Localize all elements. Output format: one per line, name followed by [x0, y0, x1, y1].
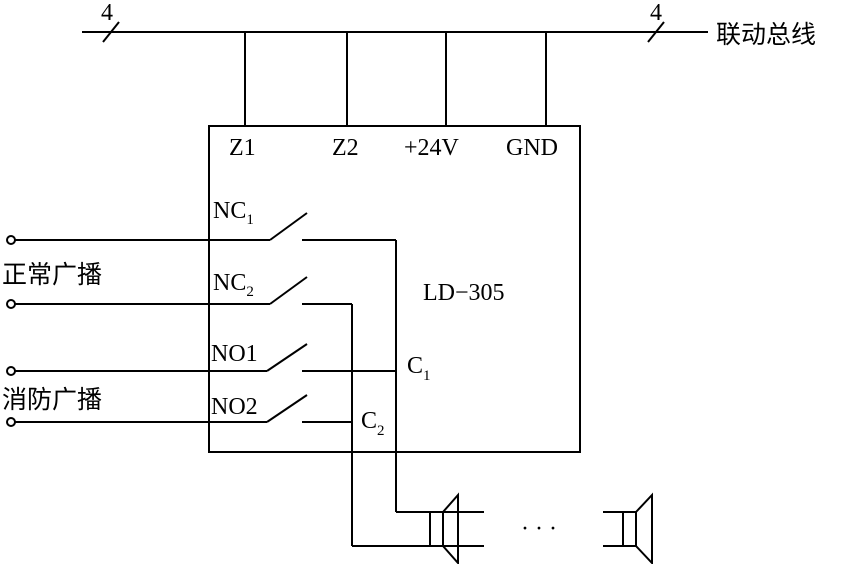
module-name: LD−305 — [423, 280, 505, 306]
common-c2-label: C2 — [361, 408, 385, 439]
terminal-z2: Z2 — [332, 135, 359, 161]
common-c1-label: C1 — [407, 353, 431, 384]
module-ld305: Z1 Z2 +24V GND LD−305 — [208, 125, 581, 453]
bus-label: 联动总线 — [716, 20, 816, 49]
bus-wire-count-left: 4 — [101, 0, 113, 26]
terminal-z1: Z1 — [229, 135, 256, 161]
contact-nc2-label: NC2 — [213, 270, 254, 300]
terminal-fire-a — [6, 366, 16, 376]
contact-switches — [15, 212, 397, 546]
speaker-wires — [352, 511, 484, 547]
speaker-icon — [603, 492, 653, 564]
bus-slash-right — [647, 21, 665, 43]
terminal-normal-a — [6, 235, 16, 245]
contact-nc1-label: NC1 — [213, 198, 254, 228]
input-fire-broadcast-label: 消防广播 — [2, 385, 102, 414]
contact-no1-label: NO1 — [211, 341, 258, 367]
speaker-ellipsis: · · · — [521, 516, 557, 542]
terminal-24v: +24V — [404, 135, 460, 161]
bus-wire-count-right: 4 — [650, 0, 662, 26]
input-normal-broadcast-label: 正常广播 — [2, 260, 102, 289]
terminal-normal-b — [6, 299, 16, 309]
terminal-gnd: GND — [506, 135, 558, 161]
contact-no2-label: NO2 — [211, 394, 258, 420]
bus-slash-left — [102, 21, 120, 43]
speaker-icon — [429, 492, 459, 564]
linkage-bus: 4 4 联动总线 — [82, 0, 816, 126]
terminal-fire-b — [6, 417, 16, 427]
